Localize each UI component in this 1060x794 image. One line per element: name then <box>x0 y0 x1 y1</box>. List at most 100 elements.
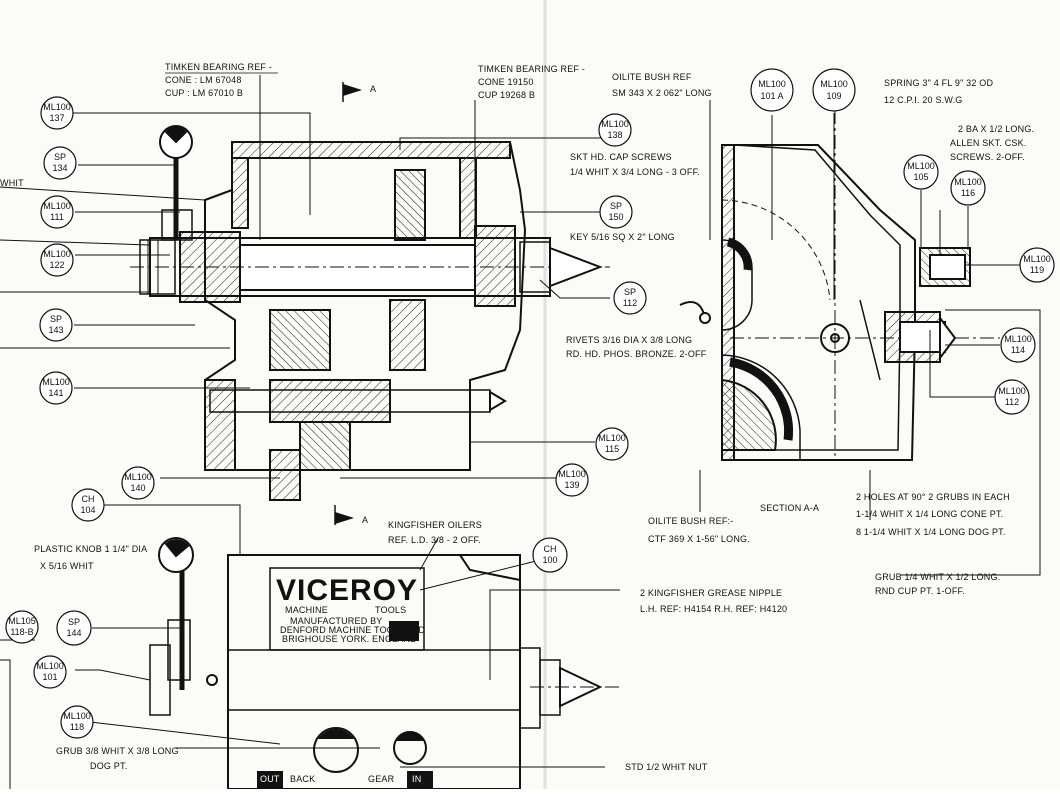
svg-text:ML100: ML100 <box>758 79 786 89</box>
section-a-a-view <box>679 110 1000 461</box>
svg-text:ML100: ML100 <box>907 161 935 171</box>
timken2-title: TIMKEN BEARING REF - <box>478 64 585 74</box>
allen-2: ALLEN SKT. CSK. <box>950 138 1027 148</box>
skt-spec: 1/4 WHIT X 3/4 LONG - 3 OFF. <box>570 167 700 177</box>
grub1-spec: GRUB 1/4 WHIT X 1/2 LONG. <box>875 572 1000 582</box>
svg-text:115: 115 <box>605 444 619 454</box>
section-arrow-top: A A <box>334 82 376 525</box>
timken2-cup: CUP 19268 B <box>478 90 535 100</box>
plate-line1: MACHINE <box>285 605 328 615</box>
timken1-cup: CUP : LM 67010 B <box>165 88 243 98</box>
kingfisher-oilers-ref: REF. L.D. 3/8 - 2 OFF. <box>388 535 481 545</box>
grub2-spec: GRUB 3/8 WHIT X 3/8 LONG <box>56 746 179 756</box>
svg-text:ML100: ML100 <box>1004 334 1032 344</box>
svg-text:ML100: ML100 <box>43 102 71 112</box>
plate-maker1: MANUFACTURED BY <box>290 616 383 626</box>
spring-spec: SPRING 3" 4 FL 9" 32 OD <box>884 78 993 88</box>
section-label: SECTION A-A <box>760 503 819 513</box>
svg-text:122: 122 <box>49 260 64 270</box>
svg-text:ML100: ML100 <box>36 661 64 671</box>
grub1-point: RND CUP PT. 1-OFF. <box>875 586 965 596</box>
nameplate: VICEROY MACHINE TOOLS MANUFACTURED BY DE… <box>269 567 425 651</box>
grease-nipple-title: 2 KINGFISHER GREASE NIPPLE <box>640 588 782 598</box>
rivets-material: RD. HD. PHOS. BRONZE. 2-OFF <box>566 349 707 359</box>
allen-1: 2 BA X 1/2 LONG. <box>958 124 1034 134</box>
svg-text:ML100: ML100 <box>1023 254 1051 264</box>
timken1-title: TIMKEN BEARING REF - <box>165 62 272 72</box>
svg-text:150: 150 <box>608 212 623 222</box>
timken2-cone: CONE 19150 <box>478 77 534 87</box>
svg-text:SP: SP <box>54 152 66 162</box>
svg-text:ML100: ML100 <box>820 79 848 89</box>
oilite2-ref: CTF 369 X 1-56" LONG. <box>648 534 750 544</box>
headstock-section <box>130 125 610 501</box>
svg-text:105: 105 <box>913 172 928 182</box>
svg-text:144: 144 <box>66 628 81 638</box>
svg-text:111: 111 <box>50 212 64 222</box>
leader-lines <box>0 75 1041 789</box>
key-spec: KEY 5/16 SQ X 2" LONG <box>570 232 675 242</box>
svg-text:118: 118 <box>70 722 84 732</box>
svg-text:ML100: ML100 <box>124 472 152 482</box>
svg-text:ML100: ML100 <box>598 433 626 443</box>
svg-text:ML105: ML105 <box>8 616 36 626</box>
oilite1-ref: SM 343 X 2 062" LONG <box>612 88 712 98</box>
svg-text:118-B: 118-B <box>10 627 33 637</box>
gear-labels: OUT BACK GEAR IN <box>260 774 421 784</box>
grease-nipple-ref: L.H. REF: H4154 R.H. REF: H4120 <box>640 604 787 614</box>
svg-text:119: 119 <box>1030 265 1044 275</box>
svg-text:ML100: ML100 <box>43 249 71 259</box>
svg-text:134: 134 <box>52 163 67 173</box>
plate-brand: VICEROY <box>276 574 418 607</box>
svg-text:109: 109 <box>826 91 841 101</box>
svg-text:CH: CH <box>82 494 95 504</box>
svg-text:ML100: ML100 <box>63 711 91 721</box>
holes-title: 2 HOLES AT 90° 2 GRUBS IN EACH <box>856 492 1010 502</box>
svg-text:ML100: ML100 <box>954 177 982 187</box>
svg-text:141: 141 <box>48 388 63 398</box>
section-mark-label-lower: A <box>362 515 368 525</box>
plate-maker2: DENFORD MACHINE TOOLS LTD <box>280 625 425 635</box>
svg-text:ML100: ML100 <box>558 469 586 479</box>
holes-dog: 8 1-1/4 WHIT X 1/4 LONG DOG PT. <box>856 527 1006 537</box>
section-mark-label: A <box>370 84 376 94</box>
svg-text:140: 140 <box>130 483 145 493</box>
svg-text:101: 101 <box>42 672 57 682</box>
grub2-point: DOG PT. <box>90 761 127 771</box>
rivets-spec: RIVETS 3/16 DIA X 3/8 LONG <box>566 335 692 345</box>
plastic-knob-spec: PLASTIC KNOB 1 1/4" DIA <box>34 544 147 554</box>
svg-text:SP: SP <box>624 287 636 297</box>
svg-text:112: 112 <box>623 298 637 308</box>
svg-text:ML100: ML100 <box>42 377 70 387</box>
svg-text:104: 104 <box>80 505 95 515</box>
svg-text:ML100: ML100 <box>998 386 1026 396</box>
label-back: BACK <box>290 774 315 784</box>
oilite2-title: OILITE BUSH REF:- <box>648 516 733 526</box>
label-out: OUT <box>260 774 280 784</box>
svg-text:SP: SP <box>68 617 80 627</box>
whit-label: WHIT <box>0 178 24 188</box>
allen-3: SCREWS. 2-OFF. <box>950 152 1025 162</box>
annotation-notes: TIMKEN BEARING REF - CONE : LM 67048 CUP… <box>0 62 1034 772</box>
